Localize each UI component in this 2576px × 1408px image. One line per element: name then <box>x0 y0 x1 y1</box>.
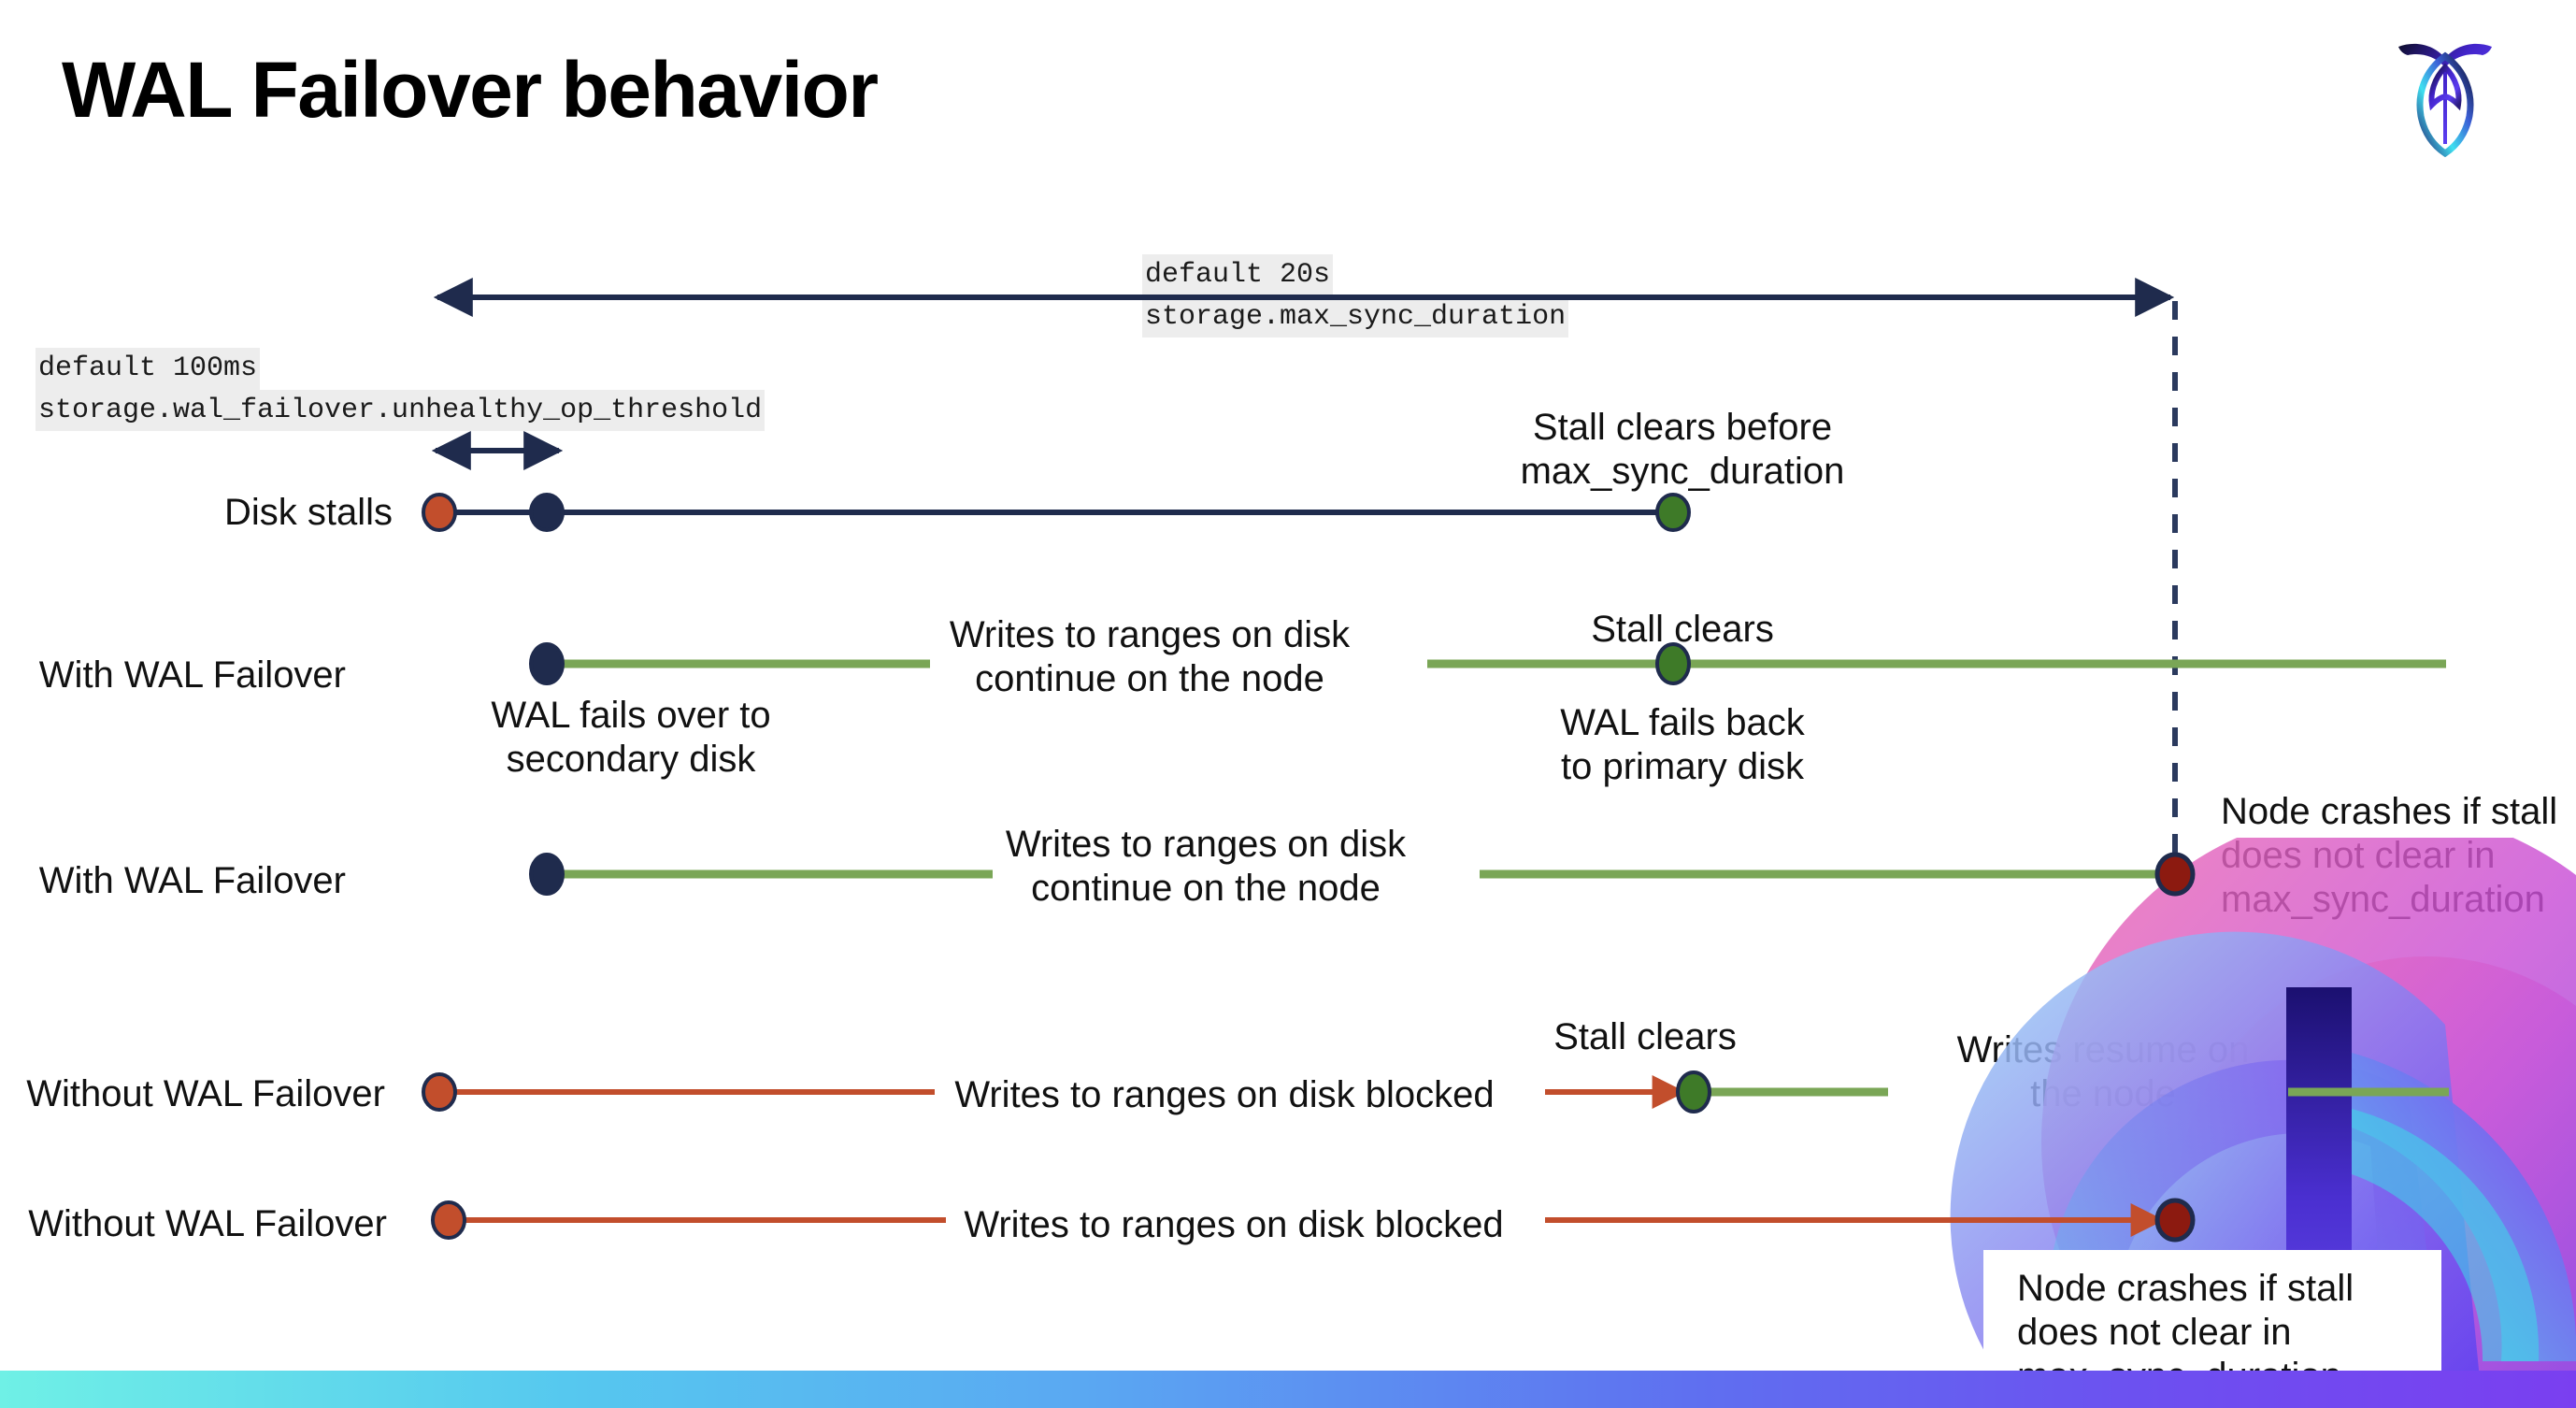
marker-stall-clears-disk <box>1655 493 1691 532</box>
callout-stall-clears-2: Stall clears <box>1553 1016 1737 1057</box>
callout-stall-clears-1: Stall clears <box>1591 609 1774 650</box>
callout-node-crashes-1: Node crashes if stall does not clear in … <box>2221 791 2558 921</box>
row-label-without-wal-failover-2: Without WAL Failover <box>28 1203 387 1244</box>
marker-stall-clears-2 <box>1676 1070 1711 1113</box>
marker-wal-fails-over-1 <box>529 642 565 685</box>
marker-stall-start-no-failover-1 <box>422 1072 457 1112</box>
cockroachdb-logo <box>2393 26 2497 158</box>
marker-stall-start <box>422 493 457 532</box>
callout-writes-blocked-2: Writes to ranges on disk blocked <box>964 1204 1504 1245</box>
marker-threshold-reached <box>529 493 565 532</box>
page-title: WAL Failover behavior <box>62 46 879 134</box>
marker-wal-fails-over-2 <box>529 853 565 896</box>
callout-writes-blocked-1: Writes to ranges on disk blocked <box>954 1074 1495 1115</box>
marker-node-crash-1 <box>2154 852 2196 897</box>
row-label-with-wal-failover-2: With WAL Failover <box>38 860 346 901</box>
series-with-wal-failover-1 <box>529 642 2446 685</box>
row-label-without-wal-failover-1: Without WAL Failover <box>26 1073 385 1114</box>
row-label-with-wal-failover-1: With WAL Failover <box>38 654 346 696</box>
callout-writes-resume: Writes resume on the node <box>1956 1029 2250 1115</box>
callout-stall-clears-before: Stall clears before max_sync_duration <box>1520 407 1845 493</box>
annotation-max-sync-setting: storage.max_sync_duration <box>1142 295 1569 338</box>
annotation-unhealthy-setting: storage.wal_failover.unhealthy_op_thresh… <box>36 389 766 432</box>
marker-node-crash-2 <box>2154 1198 2196 1243</box>
annotation-unhealthy-op-threshold: default 100ms storage.wal_failover.unhea… <box>36 348 766 432</box>
footer-gradient-bar <box>0 1371 2576 1408</box>
callout-writes-continue-2: Writes to ranges on disk continue on the… <box>1005 824 1407 910</box>
annotation-max-sync-duration: default 20s storage.max_sync_duration <box>1142 254 1569 338</box>
callout-writes-continue-1: Writes to ranges on disk continue on the… <box>949 614 1351 700</box>
annotation-unhealthy-default: default 100ms <box>36 348 261 390</box>
series-disk-stalls <box>422 493 1691 532</box>
row-label-disk-stalls: Disk stalls <box>223 492 393 533</box>
annotation-max-sync-default: default 20s <box>1142 254 1334 296</box>
callout-wal-fails-over: WAL fails over to secondary disk <box>491 695 771 781</box>
marker-stall-start-no-failover-2 <box>431 1200 466 1240</box>
callout-wal-fails-back: WAL fails back to primary disk <box>1560 702 1805 788</box>
